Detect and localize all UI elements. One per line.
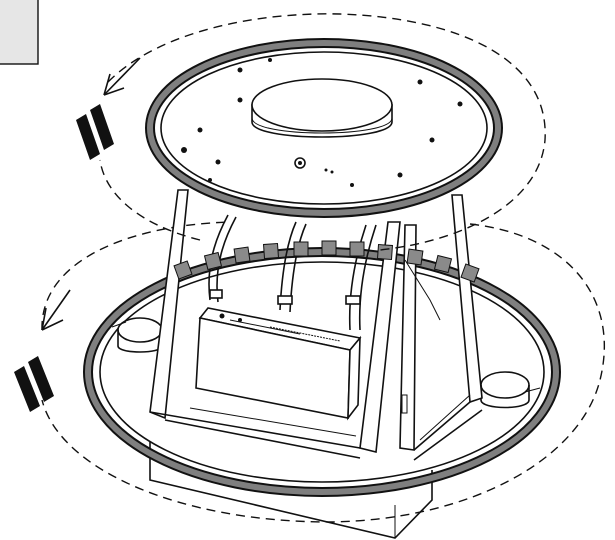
control-unit xyxy=(195,307,362,421)
cable-bundles xyxy=(208,214,441,331)
rotation-arrow-lower xyxy=(41,289,71,331)
gasket-tape-segments xyxy=(173,240,480,283)
double-chevron-upper xyxy=(76,104,114,160)
upper-ring xyxy=(145,38,503,218)
support-frame xyxy=(149,189,483,461)
vent-collar-left xyxy=(111,317,163,353)
rotation-path-upper xyxy=(99,13,546,251)
center-duct-collar xyxy=(251,78,393,138)
double-chevron-lower xyxy=(14,356,54,412)
upper-plate-fasteners xyxy=(181,58,463,187)
rotation-arrow-upper xyxy=(103,57,141,96)
corner-tab[interactable] xyxy=(0,0,39,65)
rotation-path-lower xyxy=(41,221,605,523)
